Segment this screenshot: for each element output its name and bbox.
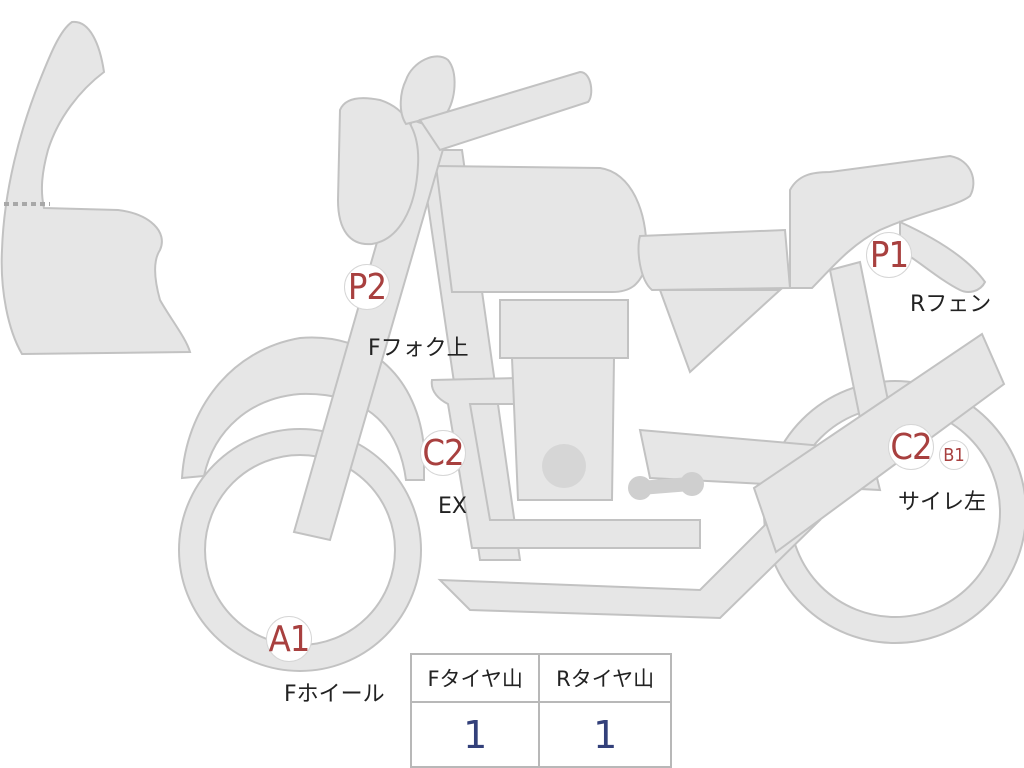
label-front-wheel: Fホイール — [284, 682, 385, 707]
engine-cover — [542, 444, 586, 488]
label-exhaust: EX — [438, 494, 467, 519]
fuel-tank — [434, 164, 648, 293]
tread-value-rear: 1 — [538, 701, 672, 768]
marker-p1: P1 — [866, 232, 912, 278]
tread-header-rear: Rタイヤ山 — [538, 653, 672, 703]
exhaust-pipe — [430, 376, 701, 549]
tread-header-front: Fタイヤ山 — [409, 653, 541, 703]
rear-seat — [789, 154, 975, 289]
headlight — [336, 97, 420, 246]
silencer — [752, 332, 1006, 554]
label-front-fork-upper: Fフォク上 — [368, 336, 469, 361]
marker-c2-rear: C2 — [888, 424, 934, 470]
cowl-part — [0, 20, 192, 356]
label-silencer-left: サイレ左 — [898, 490, 987, 515]
handlebar — [418, 70, 593, 152]
tread-value-front: 1 — [409, 701, 541, 768]
engine-head — [499, 299, 629, 359]
side-cover — [658, 289, 783, 374]
rear-fender — [899, 220, 987, 293]
engine-block — [510, 357, 616, 501]
label-rear-fender: Rフェン — [910, 292, 992, 317]
marker-b1: B1 — [939, 440, 969, 470]
marker-a1: A1 — [266, 616, 312, 662]
tire-tread-table: Fタイヤ山 Rタイヤ山 1 1 — [409, 653, 672, 768]
front-seat — [637, 228, 792, 292]
marker-p2: P2 — [344, 264, 390, 310]
marker-c2-front: C2 — [420, 430, 466, 476]
meter — [399, 55, 456, 126]
